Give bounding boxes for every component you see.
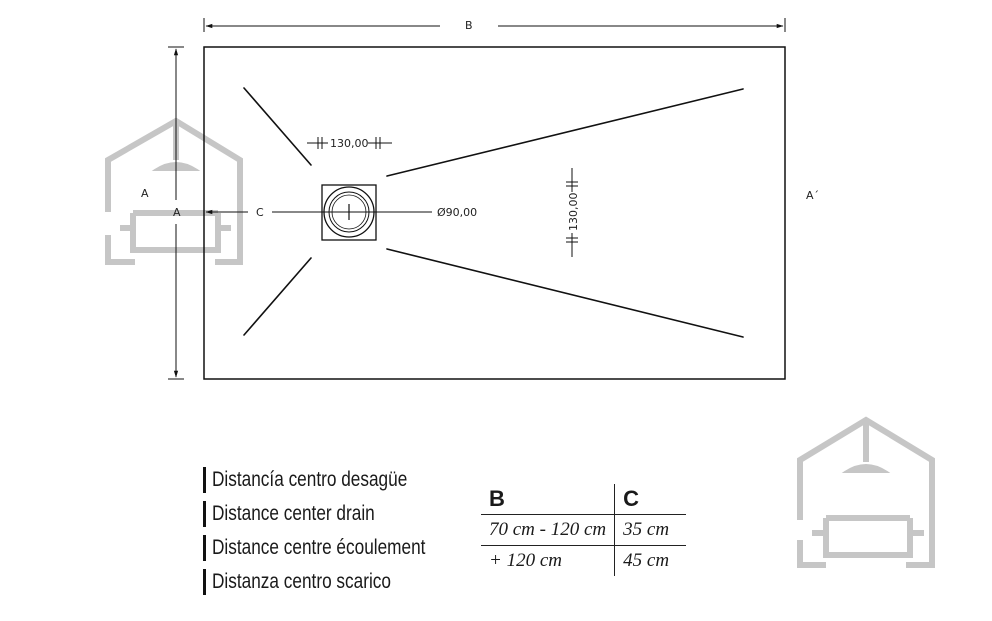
drain-width-dimension bbox=[307, 137, 392, 149]
legend-item: Distancía centro desagüe bbox=[203, 463, 472, 497]
legend-bar bbox=[203, 501, 206, 527]
drain-icon bbox=[321, 184, 377, 241]
drain-diameter-label: Ø90,00 bbox=[437, 206, 477, 219]
shower-tray-outline bbox=[203, 46, 786, 380]
house-bathtub-watermark-icon bbox=[797, 416, 935, 568]
legend-item: Distance centre écoulement bbox=[203, 531, 472, 565]
dimension-c-label: C bbox=[256, 206, 264, 219]
table-cell-c: 35 cm bbox=[614, 514, 687, 546]
drain-width-label: 130,00 bbox=[330, 137, 369, 150]
dimension-a-line bbox=[168, 46, 184, 380]
table-header-c: C bbox=[614, 484, 687, 515]
legend-item: Distanza centro scarico bbox=[203, 565, 472, 599]
dimension-a-prime-label: A´ bbox=[806, 189, 819, 202]
legend-bar bbox=[203, 569, 206, 595]
drain-distance-legend: Distancía centro desagüe Distance center… bbox=[203, 463, 472, 599]
house-bathtub-watermark-icon bbox=[105, 117, 243, 265]
drain-slope-grooves bbox=[243, 87, 744, 338]
legend-text-en: Distance center drain bbox=[212, 502, 375, 525]
drain-height-dimension bbox=[566, 168, 578, 257]
legend-text-es: Distancía centro desagüe bbox=[212, 468, 408, 491]
dimension-b-line bbox=[203, 18, 786, 32]
legend-bar bbox=[203, 535, 206, 561]
legend-item: Distance center drain bbox=[203, 497, 472, 531]
legend-bar bbox=[203, 467, 206, 493]
dimension-b-label: B bbox=[465, 19, 473, 32]
dimension-a-label-inner: A bbox=[173, 206, 181, 219]
table-cell-c: 45 cm bbox=[623, 550, 670, 571]
legend-text-fr: Distance centre écoulement bbox=[212, 536, 426, 559]
table-cell-b: + 120 cm bbox=[481, 545, 616, 576]
dimension-a-label-outer: A bbox=[141, 187, 149, 200]
table-row: 70 cm - 120 cm 35 cm bbox=[481, 514, 687, 546]
table-cell-b: 70 cm - 120 cm bbox=[481, 514, 616, 546]
table-row: + 120 cm 45 cm bbox=[481, 545, 686, 576]
legend-text-it: Distanza centro scarico bbox=[212, 570, 391, 593]
dimension-table: B C 70 cm - 120 cm 35 cm + 120 cm 45 cm bbox=[481, 484, 687, 576]
table-header-b: B bbox=[481, 484, 616, 515]
drain-height-label: 130,00 bbox=[567, 193, 580, 232]
